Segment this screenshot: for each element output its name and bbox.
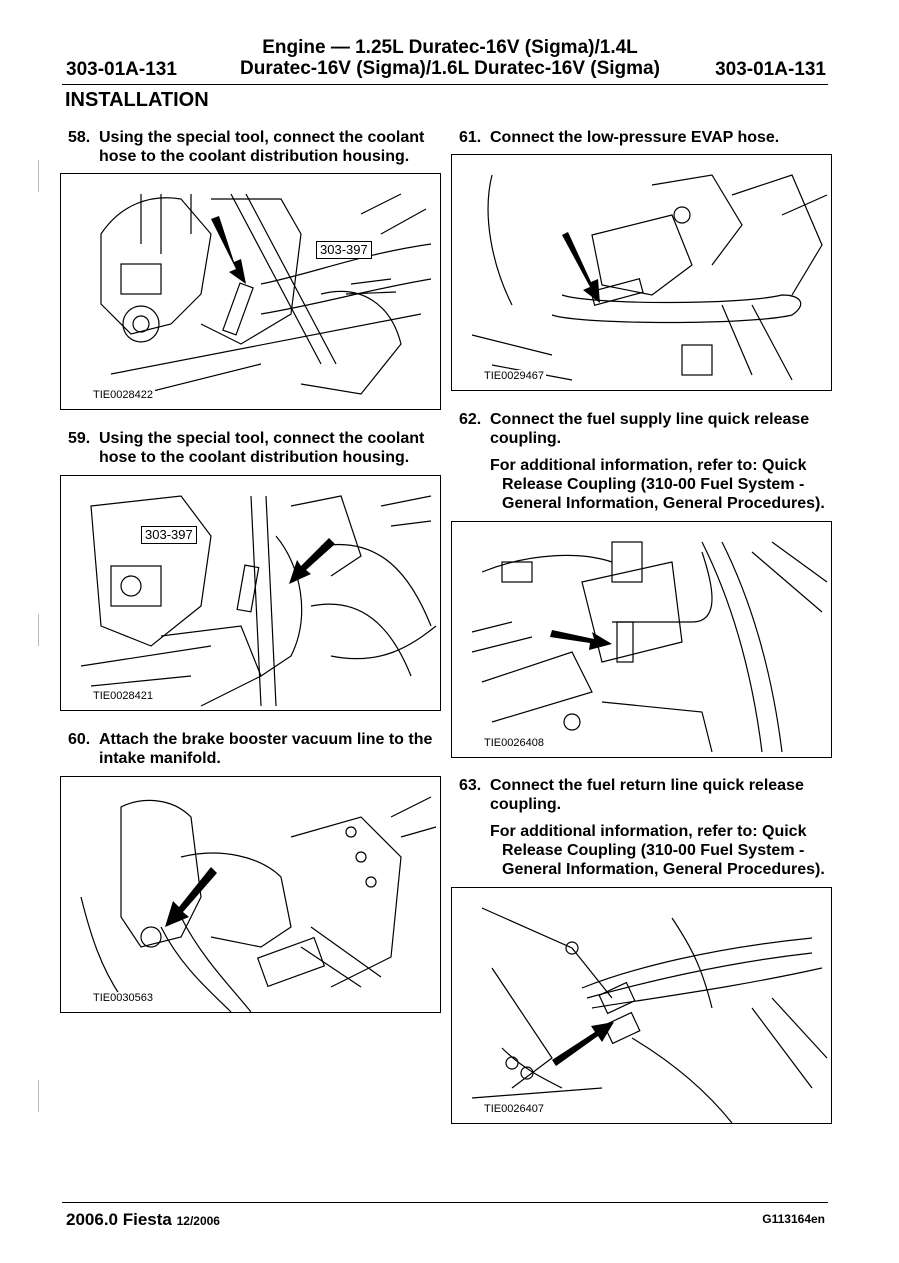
step-number: 61. xyxy=(459,129,482,146)
page-title: Engine — 1.25L Duratec-16V (Sigma)/1.4L … xyxy=(220,37,680,79)
model-name: 2006.0 Fiesta xyxy=(66,1210,172,1229)
model-date: 12/2006 xyxy=(176,1214,220,1228)
step-text: Connect the fuel supply line quick relea… xyxy=(490,411,810,447)
engine-illustration xyxy=(80,495,437,707)
figure-step-59: 303-397 TIE0028421 xyxy=(60,475,441,711)
step-63: 63. Connect the fuel return line quick r… xyxy=(459,776,831,814)
figure-step-60: TIE0030563 xyxy=(60,776,441,1013)
figure-step-62: TIE0026408 xyxy=(451,521,832,758)
reference-line: For additional information, refer to: Qu… xyxy=(490,823,807,840)
special-tool-label: 303-397 xyxy=(316,241,372,259)
step-number: 63. xyxy=(459,777,482,794)
step-number: 60. xyxy=(68,731,91,748)
engine-illustration xyxy=(80,796,437,1012)
page-code-left: 303-01A-131 xyxy=(66,59,177,80)
engine-illustration xyxy=(471,541,828,753)
step-62-reference: For additional information, refer to: Qu… xyxy=(490,456,830,513)
footer-model: 2006.0 Fiesta 12/2006 xyxy=(66,1210,220,1230)
step-number: 58. xyxy=(68,129,91,146)
step-61: 61. Connect the low-pressure EVAP hose. xyxy=(459,128,831,147)
footer-rule xyxy=(62,1202,828,1203)
figure-id: TIE0028421 xyxy=(91,690,155,702)
engine-illustration xyxy=(471,174,828,381)
figure-id: TIE0026408 xyxy=(482,737,546,749)
engine-illustration xyxy=(471,907,828,1123)
figure-step-61: TIE0029467 xyxy=(451,154,832,391)
header-rule xyxy=(62,84,828,85)
reference-detail: Release Coupling (310-00 Fuel System - G… xyxy=(502,842,825,878)
step-text: Connect the low-pressure EVAP hose. xyxy=(490,129,780,146)
step-text: Using the special tool, connect the cool… xyxy=(99,129,425,165)
reference-detail: Release Coupling (310-00 Fuel System - G… xyxy=(502,476,825,512)
special-tool-label: 303-397 xyxy=(141,526,197,544)
step-number: 62. xyxy=(459,411,482,428)
crop-mark xyxy=(34,614,39,646)
figure-id: TIE0029467 xyxy=(482,370,546,382)
figure-id: TIE0028422 xyxy=(91,389,155,401)
crop-mark xyxy=(34,1080,39,1112)
title-line-2: Duratec-16V (Sigma)/1.6L Duratec-16V (Si… xyxy=(240,58,660,79)
step-number: 59. xyxy=(68,430,91,447)
page-code-right: 303-01A-131 xyxy=(715,59,826,80)
crop-mark xyxy=(34,160,39,192)
step-63-reference: For additional information, refer to: Qu… xyxy=(490,822,830,879)
footer-document-code: G113164en xyxy=(762,1212,825,1226)
figure-id: TIE0030563 xyxy=(91,992,155,1004)
step-58: 58. Using the special tool, connect the … xyxy=(68,128,440,166)
section-heading: INSTALLATION xyxy=(65,89,209,111)
step-59: 59. Using the special tool, connect the … xyxy=(68,429,440,467)
reference-line: For additional information, refer to: Qu… xyxy=(490,457,807,474)
step-text: Attach the brake booster vacuum line to … xyxy=(99,731,433,767)
engine-illustration xyxy=(100,193,432,400)
step-text: Connect the fuel return line quick relea… xyxy=(490,777,804,813)
step-text: Using the special tool, connect the cool… xyxy=(99,430,425,466)
title-line-1: Engine — 1.25L Duratec-16V (Sigma)/1.4L xyxy=(262,37,638,58)
step-62: 62. Connect the fuel supply line quick r… xyxy=(459,410,831,448)
step-60: 60. Attach the brake booster vacuum line… xyxy=(68,730,440,768)
figure-id: TIE0026407 xyxy=(482,1103,546,1115)
figure-step-63: TIE0026407 xyxy=(451,887,832,1124)
figure-step-58: 303-397 TIE0028422 xyxy=(60,173,441,410)
